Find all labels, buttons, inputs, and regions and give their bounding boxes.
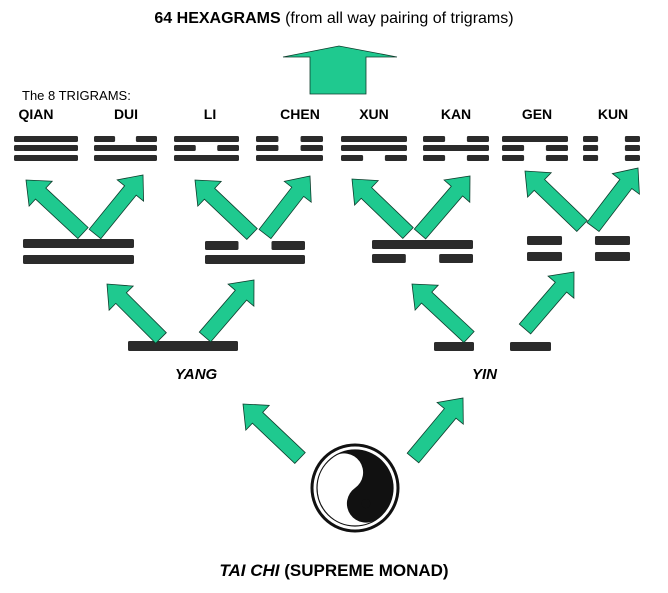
trigram-dui-line-3-yang-line (94, 155, 157, 161)
digram-3-line-2-yin-left (372, 254, 406, 263)
monogram-yin-left (434, 342, 474, 351)
trigram-kun-line-3-yin-right (624, 155, 640, 161)
arrow-yin-to-digram3-icon (411, 283, 475, 344)
trigram-dui-line-2-yang-line (94, 145, 157, 151)
up-arrow-icon (282, 45, 398, 95)
trigram-gen-line-3-yin-right (545, 155, 568, 161)
digram-4-line-1-yin-left (527, 236, 563, 245)
trigram-gen-line-1-yang-line (502, 136, 568, 142)
arrow-yin-to-digram4-icon (518, 271, 575, 335)
trigram-name-dui: DUI (113, 106, 139, 122)
footer-rest: (SUPREME MONAD) (279, 561, 449, 580)
digram-2-line-2-yang-line (205, 255, 305, 264)
trigram-chen-line-2-yin-right (300, 145, 323, 151)
trigram-chen-line-2-yin-left (256, 145, 279, 151)
digram-1-line-1-yang-line (23, 239, 134, 248)
trigram-kun-line-2-yin-right (624, 145, 640, 151)
trigram-name-kan: KAN (440, 106, 472, 122)
trigram-kun-line-3-yin-left (583, 155, 599, 161)
trigram-li-line-1-yang-line (174, 136, 239, 142)
trigram-qian-line-3-yang-line (14, 155, 78, 161)
digram-4-line-2-yin-right (594, 252, 630, 261)
trigrams-label: The 8 TRIGRAMS: (22, 88, 131, 103)
trigram-chen-line-1-yin-right (300, 136, 323, 142)
trigram-kan-line-2-yang-line (423, 145, 489, 151)
yin-label: YIN (472, 366, 498, 383)
trigram-kun-line-1-yin-right (624, 136, 640, 142)
title-bold: 64 HEXAGRAMS (154, 10, 281, 27)
trigram-qian-line-1-yang-line (14, 136, 78, 142)
trigram-name-qian: QIAN (18, 106, 54, 122)
footer-italic: TAI CHI (219, 561, 280, 580)
yin-yang-symbol-icon (333, 450, 393, 523)
trigram-chen-line-1-yin-left (256, 136, 279, 142)
trigram-li-line-3-yang-line (174, 155, 239, 161)
arrow-taichi-to-yin-icon (406, 397, 464, 464)
trigram-xun-line-1-yang-line (341, 136, 407, 142)
yin-yang-dark-half-icon (333, 450, 393, 523)
trigram-kun-line-1-yin-left (583, 136, 599, 142)
trigram-xun-line-3-yin-left (341, 155, 364, 161)
arrow-digram4-to-gen-icon (524, 170, 588, 232)
monogram-yang-yang-line (128, 341, 238, 351)
digram-1-line-2-yang-line (23, 255, 134, 264)
trigram-kan-line-3-yin-right (466, 155, 489, 161)
title: 64 HEXAGRAMS (from all way pairing of tr… (0, 10, 668, 28)
trigram-qian-line-2-yang-line (14, 145, 78, 151)
trigram-dui-line-1-yin-right (135, 136, 157, 142)
arrow-digram2-to-li-icon (194, 179, 258, 240)
trigram-chen-line-3-yang-line (256, 155, 323, 161)
trigram-gen-line-3-yin-left (502, 155, 525, 161)
trigram-name-li: LI (203, 106, 217, 122)
digram-3-line-2-yin-right (439, 254, 473, 263)
digram-2-line-1-yin-left (205, 241, 239, 250)
trigram-xun-line-2-yang-line (341, 145, 407, 151)
trigram-name-gen: GEN (521, 106, 553, 122)
trigram-gen-line-2-yin-left (502, 145, 525, 151)
trigram-xun-line-3-yin-right (384, 155, 407, 161)
trigram-li-line-2-yin-right (217, 145, 239, 151)
trigram-kan-line-1-yin-right (466, 136, 489, 142)
monogram-yin-right (510, 342, 551, 351)
arrow-yang-to-digram1-icon (106, 283, 167, 344)
arrow-digram4-to-kun-icon (586, 167, 640, 233)
trigram-name-kun: KUN (597, 106, 629, 122)
arrow-digram1-to-dui-icon (88, 174, 145, 240)
yin-yang-light-dot-icon (339, 467, 349, 477)
trigram-name-chen: CHEN (280, 106, 320, 122)
yang-label: YANG (175, 366, 218, 383)
digram-4-line-1-yin-right (594, 236, 630, 245)
digram-3-line-1-yang-line (372, 240, 473, 249)
arrow-digram2-to-chen-icon (258, 175, 312, 240)
trigram-name-xun: XUN (359, 106, 389, 122)
trigram-li-line-2-yin-left (174, 145, 196, 151)
yin-yang-dark-dot-icon (361, 499, 371, 509)
arrow-taichi-to-yang-icon (242, 403, 306, 464)
footer-caption: TAI CHI (SUPREME MONAD) (0, 561, 668, 581)
digram-2-line-1-yin-right (271, 241, 305, 250)
trigram-kun-line-2-yin-left (583, 145, 599, 151)
trigram-kan-line-3-yin-left (423, 155, 446, 161)
arrow-yang-to-digram2-icon (198, 279, 255, 343)
trigram-gen-line-2-yin-right (545, 145, 568, 151)
arrow-digram1-to-qian-icon (25, 179, 89, 240)
arrow-digram3-to-xun-icon (351, 178, 414, 239)
title-rest: (from all way pairing of trigrams) (280, 10, 514, 27)
trigram-kan-line-1-yin-left (423, 136, 446, 142)
arrow-digram4-to-kan-icon (413, 175, 471, 240)
digram-4-line-2-yin-left (527, 252, 563, 261)
trigram-dui-line-1-yin-left (94, 136, 116, 142)
